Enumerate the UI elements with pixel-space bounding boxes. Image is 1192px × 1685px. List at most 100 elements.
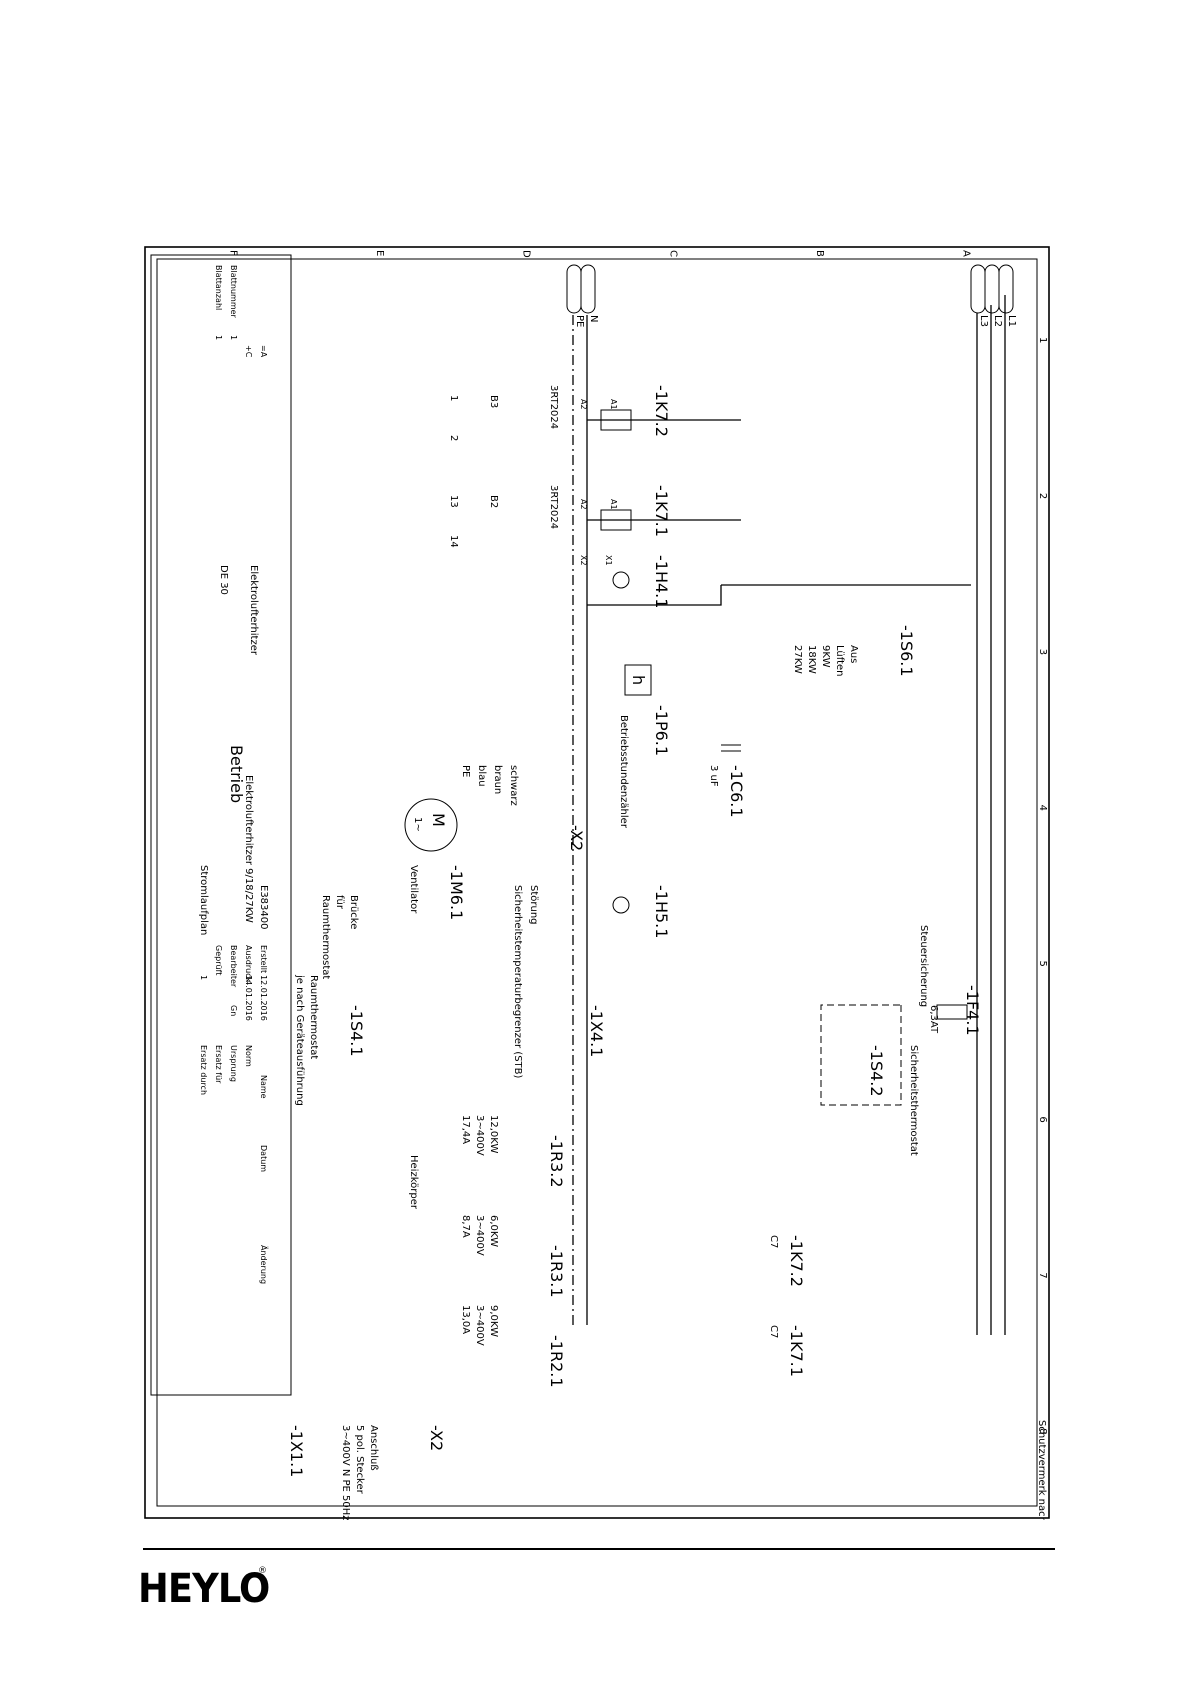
svg-text:Anschluß: Anschluß <box>368 1425 379 1471</box>
svg-text:3 uF: 3 uF <box>708 765 719 787</box>
svg-text:Elektrolufterhitzer 9/18/27KW: Elektrolufterhitzer 9/18/27KW <box>243 775 254 923</box>
svg-text:3~400V: 3~400V <box>474 1215 485 1256</box>
svg-text:6,3AT: 6,3AT <box>928 1005 939 1034</box>
svg-text:Ursprung: Ursprung <box>229 1045 238 1082</box>
title-block: Betrieb E383400 Elektrolufterhitzer 9/18… <box>150 254 292 1396</box>
svg-text:Änderung: Änderung <box>259 1245 269 1284</box>
svg-text:braun: braun <box>492 765 503 794</box>
svg-text:Stromlaufplan: Stromlaufplan <box>198 865 209 935</box>
grid-col-label: 8 <box>1037 1428 1048 1434</box>
svg-text:14.01.2016: 14.01.2016 <box>244 975 253 1021</box>
svg-text:Raumthermostat: Raumthermostat <box>320 895 331 979</box>
svg-text:3RT2024: 3RT2024 <box>548 485 559 529</box>
svg-text:Betrieb: Betrieb <box>227 745 246 803</box>
svg-text:Ausdruck: Ausdruck <box>244 945 253 983</box>
svg-text:1: 1 <box>214 335 223 340</box>
svg-text:-1R3.1: -1R3.1 <box>547 1245 566 1298</box>
outer-frame <box>144 246 1050 1519</box>
grid-col-label: 1 <box>1037 337 1048 343</box>
svg-text:Erstellt: Erstellt <box>259 945 268 973</box>
svg-text:1: 1 <box>229 335 238 340</box>
bus-label-l1: L1 <box>1006 315 1017 327</box>
svg-text:13,0A: 13,0A <box>460 1305 471 1334</box>
lamp-h51: -1H5.1 Störung Sicherheitstemperaturbegr… <box>512 885 671 1079</box>
svg-text:M: M <box>429 813 448 827</box>
svg-text:6,0KW: 6,0KW <box>488 1215 499 1247</box>
svg-text:3~400V: 3~400V <box>474 1115 485 1156</box>
k71-coil-label: -1K7.1 <box>652 485 671 537</box>
svg-text:X2: X2 <box>579 555 588 566</box>
grid-row-label: C <box>667 250 678 257</box>
rail-label-n: N <box>588 315 599 322</box>
svg-text:Blattnummer: Blattnummer <box>229 265 238 319</box>
svg-text:Datum: Datum <box>259 1145 268 1172</box>
svg-text:17,4A: 17,4A <box>460 1115 471 1144</box>
svg-text:Brücke: Brücke <box>348 895 359 929</box>
svg-text:-1H4.1: -1H4.1 <box>652 555 671 608</box>
registered-mark: ® <box>258 1566 267 1576</box>
protection-note: Schutzvermerk nach DIN 34 beachten ! <box>1036 1420 1047 1520</box>
svg-text:-X2: -X2 <box>427 1425 446 1451</box>
svg-text:1~: 1~ <box>412 817 423 832</box>
svg-text:12,0KW: 12,0KW <box>488 1115 499 1153</box>
bus-label-l3: L3 <box>978 315 989 327</box>
neutral-rails: N PE <box>566 264 599 1325</box>
svg-text:Heizkörper: Heizkörper <box>408 1155 419 1210</box>
svg-text:A2: A2 <box>579 399 588 410</box>
svg-text:-X2: -X2 <box>567 825 586 851</box>
control-chain: -1F4.1 6,3AT Steuersicherung -1S4.2 Sich… <box>294 895 982 1156</box>
svg-text:Elektrolufterhitzer: Elektrolufterhitzer <box>248 565 259 656</box>
svg-text:Ersatz durch: Ersatz durch <box>199 1045 208 1095</box>
svg-text:A1: A1 <box>609 399 618 410</box>
svg-text:-1X4.1: -1X4.1 <box>587 1005 606 1057</box>
supply-terminals: -X2 -1X1.1 Anschluß 5 pol. Stecker 3~400… <box>287 1425 446 1543</box>
grid-row-label: B <box>814 250 825 257</box>
svg-text:+C: +C <box>244 345 253 358</box>
heylo-logo: HEYLO <box>138 1566 270 1612</box>
selector-s61: -1S6.1 Aus Lüften 9KW 18KW 27KW <box>587 584 971 677</box>
svg-text:2: 2 <box>448 435 459 441</box>
svg-text:3RT2024: 3RT2024 <box>548 385 559 429</box>
svg-text:h: h <box>629 675 648 685</box>
supply-bus: L1 L2 L3 <box>970 264 1017 1335</box>
svg-text:C7: C7 <box>768 1325 779 1338</box>
rail-label-pe: PE <box>574 315 585 327</box>
svg-text:blau: blau <box>476 765 487 787</box>
svg-text:Aus: Aus <box>848 645 859 663</box>
svg-text:Name: Name <box>259 1075 268 1099</box>
svg-text:B2: B2 <box>488 495 499 508</box>
svg-text:X1: X1 <box>604 555 613 566</box>
svg-text:Blattanzahl: Blattanzahl <box>214 265 223 310</box>
grid-col-label: 5 <box>1037 960 1048 966</box>
svg-text:-1C6.1: -1C6.1 <box>727 765 746 818</box>
svg-text:C7: C7 <box>768 1235 779 1248</box>
svg-text:5 pol. Stecker: 5 pol. Stecker <box>354 1425 365 1495</box>
svg-text:Gn: Gn <box>229 1005 238 1016</box>
grid-row-label: A <box>961 250 972 257</box>
svg-text:1: 1 <box>199 975 208 980</box>
svg-text:Norm: Norm <box>244 1045 253 1067</box>
svg-text:Geprüft: Geprüft <box>214 945 223 975</box>
k72-coil-label: -1K7.2 <box>652 385 671 437</box>
svg-text:Steuersicherung: Steuersicherung <box>918 925 929 1007</box>
svg-text:14: 14 <box>448 535 459 548</box>
svg-text:-1P6.1: -1P6.1 <box>652 705 671 756</box>
svg-text:Bearbeiter: Bearbeiter <box>229 945 238 988</box>
capacitor-c61: -1C6.1 3 uF <box>708 744 746 818</box>
svg-text:12.01.2016: 12.01.2016 <box>259 975 268 1021</box>
svg-text:-1R3.2: -1R3.2 <box>547 1135 566 1188</box>
svg-text:3~400V: 3~400V <box>474 1305 485 1346</box>
grid-col-label: 4 <box>1037 805 1048 811</box>
svg-text:9,0KW: 9,0KW <box>488 1305 499 1337</box>
grid-col-label: 6 <box>1037 1116 1048 1122</box>
svg-text:A2: A2 <box>579 499 588 510</box>
svg-text:-1X1.1: -1X1.1 <box>287 1425 306 1477</box>
svg-text:3~400V N PE 50Hz 63A: 3~400V N PE 50Hz 63A <box>340 1425 351 1520</box>
svg-text:18KW: 18KW <box>806 645 817 674</box>
inner-frame <box>156 258 1038 1507</box>
svg-text:Sicherheitstemperaturbegrenzer: Sicherheitstemperaturbegrenzer (STB) <box>512 885 523 1079</box>
